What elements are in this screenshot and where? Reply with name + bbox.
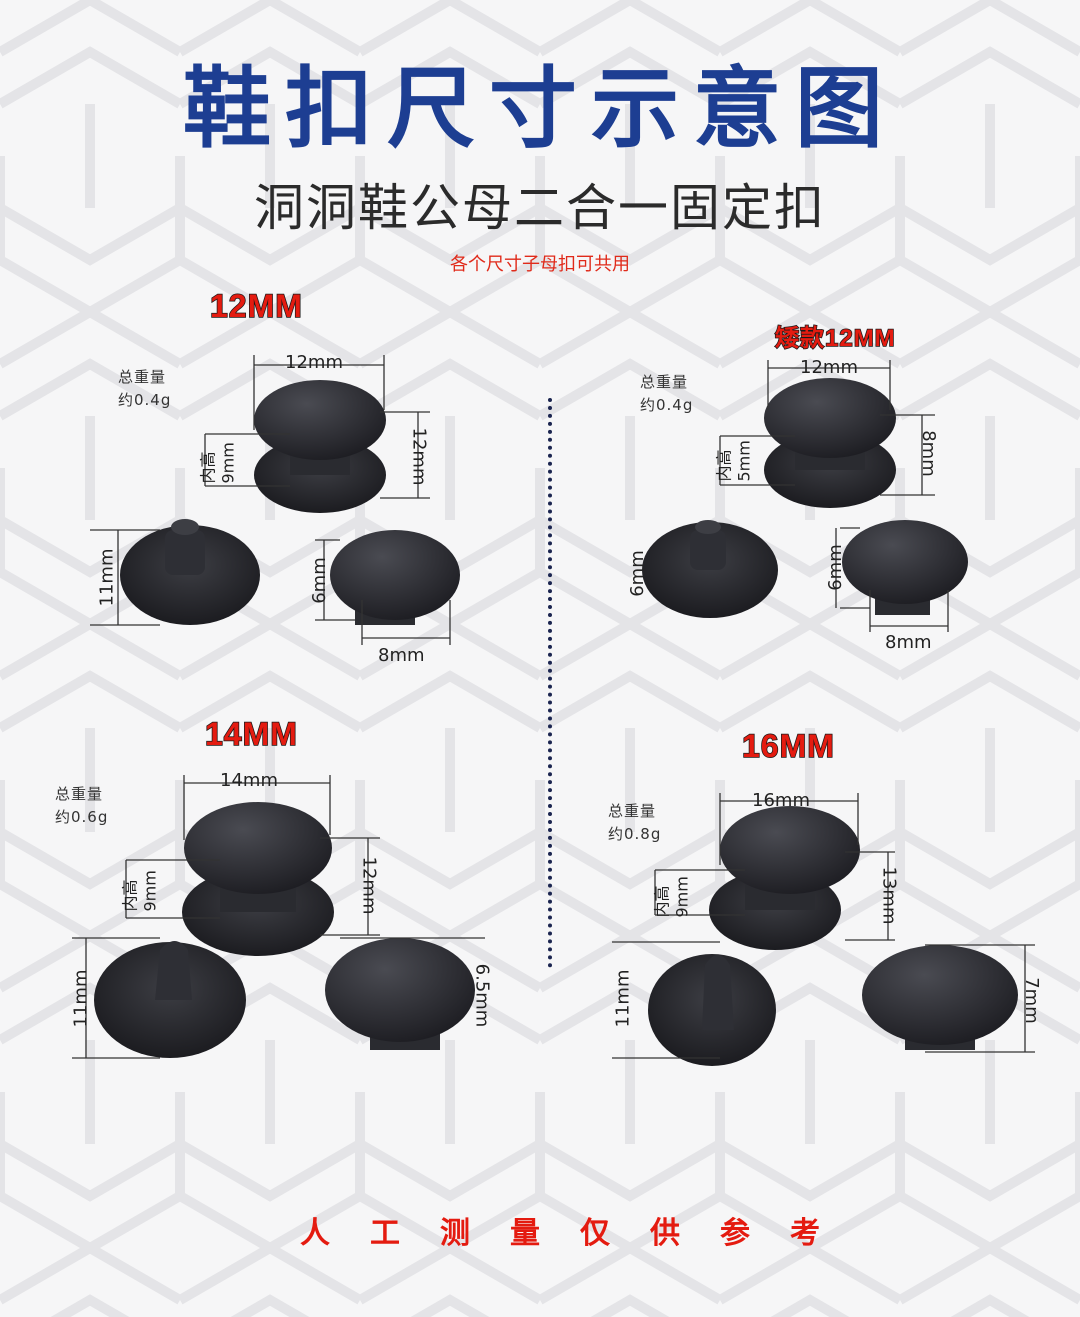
inner-height-label: 内高 xyxy=(120,879,140,912)
stud-height-12mm: 11mm xyxy=(96,548,118,607)
inner-height-label: 内高 xyxy=(714,449,734,482)
cap-height-16mm: 7mm xyxy=(1020,977,1042,1024)
dim-lines-16 xyxy=(612,793,1035,1059)
weight-label: 总重量 xyxy=(640,373,689,391)
total-height-16mm: 13mm xyxy=(878,866,900,925)
heading-16mm: 16MM xyxy=(741,727,835,765)
weight-14mm: 总重量 约0.6g xyxy=(55,783,108,829)
stud-height-16mm: 11mm xyxy=(612,969,634,1028)
stud-14 xyxy=(94,941,246,1058)
heading-12mm: 12MM xyxy=(209,287,303,325)
stem-width-12mm-short: 8mm xyxy=(885,632,932,653)
cap-width-14mm: 14mm xyxy=(220,770,278,791)
cap-12 xyxy=(330,530,460,625)
dim-lines-12 xyxy=(90,355,451,645)
section-divider xyxy=(548,398,552,968)
stud-height-14mm: 11mm xyxy=(70,969,92,1028)
weight-label: 总重量 xyxy=(608,802,657,820)
stud-12 xyxy=(120,519,260,625)
button-12short-assembled xyxy=(764,378,896,508)
dim-lines-12short xyxy=(719,360,949,632)
inner-height-label: 内高 xyxy=(652,885,672,918)
stud-12short xyxy=(642,520,778,618)
weight-value: 约0.4g xyxy=(640,396,694,414)
weight-label: 总重量 xyxy=(118,368,167,386)
inner-height-value: 9mm xyxy=(218,442,238,484)
page-subtitle: 洞洞鞋公母二合一固定扣 xyxy=(254,179,826,237)
stud-height-12mm-short: 6mm xyxy=(626,550,648,597)
cap-width-16mm: 16mm xyxy=(752,790,810,811)
total-height-12mm: 12mm xyxy=(408,427,430,486)
weight-12mm: 总重量 约0.4g xyxy=(118,366,171,412)
inner-height-value: 9mm xyxy=(672,876,692,918)
inner-height-16mm: 内高 9mm xyxy=(649,876,692,918)
cap-width-12mm: 12mm xyxy=(285,352,343,373)
dim-lines-14 xyxy=(72,775,485,1059)
weight-12mm-short: 总重量 约0.4g xyxy=(640,371,693,417)
cap-height-12mm: 6mm xyxy=(308,557,330,604)
inner-height-value: 5mm xyxy=(734,440,754,482)
weight-value: 约0.8g xyxy=(608,825,662,843)
inner-height-12mm: 内高 9mm xyxy=(195,442,238,484)
button-16-assembled xyxy=(709,806,860,950)
cap-16 xyxy=(862,945,1018,1050)
cap-14 xyxy=(325,938,475,1050)
footer-disclaimer: 人工测量仅供参考 xyxy=(300,1216,860,1251)
cap-width-12mm-short: 12mm xyxy=(800,357,858,378)
compatibility-note: 各个尺寸子母扣可共用 xyxy=(450,254,630,275)
inner-height-value: 9mm xyxy=(140,870,160,912)
inner-height-label: 内高 xyxy=(198,451,218,484)
heading-12mm-short: 矮款12MM xyxy=(774,324,896,353)
total-height-14mm: 12mm xyxy=(358,856,380,915)
weight-value: 约0.6g xyxy=(55,808,109,826)
button-12-assembled xyxy=(254,380,386,513)
weight-16mm: 总重量 约0.8g xyxy=(608,800,661,846)
cap-height-12mm-short: 6mm xyxy=(824,544,846,591)
inner-height-14mm: 内高 9mm xyxy=(117,870,160,912)
total-height-12mm-short: 8mm xyxy=(917,430,939,477)
stud-16 xyxy=(648,954,776,1066)
weight-label: 总重量 xyxy=(55,785,104,803)
button-14-assembled xyxy=(182,802,334,956)
inner-height-12mm-short: 内高 5mm xyxy=(711,440,754,482)
cap-height-14mm: 6.5mm xyxy=(471,963,493,1028)
weight-value: 约0.4g xyxy=(118,391,172,409)
cap-12short xyxy=(842,520,968,615)
page-title: 鞋扣尺寸示意图 xyxy=(182,57,897,160)
stem-width-12mm: 8mm xyxy=(378,645,425,666)
heading-14mm: 14MM xyxy=(204,715,298,753)
